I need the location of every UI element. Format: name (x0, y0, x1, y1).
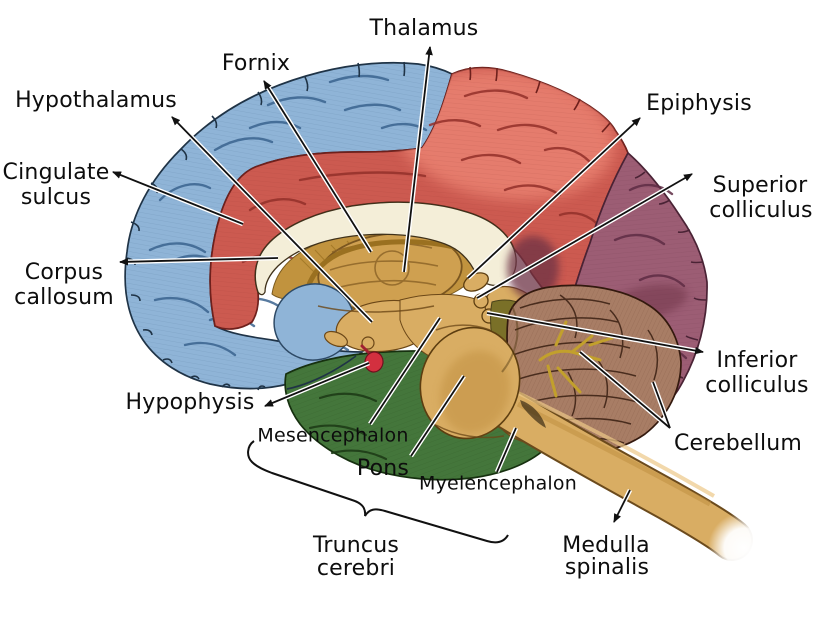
leader-fornix (263, 80, 372, 253)
cerebellum-foliage-texture (512, 294, 659, 444)
label-pons: Pons (356, 456, 410, 481)
leader-corpus-callosum (119, 257, 279, 266)
label-fornix: Fornix (221, 51, 291, 76)
medulla-spinalis-structure (471, 379, 751, 559)
red-edge-notches (469, 66, 611, 133)
leader-medulla-spinalis (613, 489, 631, 523)
medulla-shade (516, 401, 712, 507)
leader-cerebellum-1 (579, 351, 671, 429)
label-truncus-cerebri-line1: Truncus (312, 533, 400, 558)
label-corpus-callosum-line1: Corpus (24, 260, 104, 285)
label-corpus-callosum-line2: callosum (14, 285, 114, 310)
thalamus-texture (329, 242, 439, 289)
leader-inferior-colliculus (486, 312, 704, 355)
medulla-fade (708, 512, 780, 584)
red-sulci-texture (241, 89, 602, 264)
label-mesencephalon: Mesencephalon (257, 424, 409, 447)
leader-hypophysis (264, 362, 370, 407)
mammillary-body (361, 336, 375, 350)
hypothalamic-sulcus (317, 305, 435, 313)
label-medulla-spinalis-line2: spinalis (564, 555, 650, 580)
leader-thalamus (403, 46, 433, 273)
label-superior-colliculus-line1: Superior (712, 173, 808, 198)
label-epiphysis: Epiphysis (646, 91, 752, 116)
leader-hypothalamus (171, 116, 373, 323)
label-cingulate-sulcus-line2: sulcus (20, 185, 92, 210)
leader-cerebellum-2 (652, 381, 671, 429)
leader-myelencephalon (496, 427, 517, 473)
pons-shading (440, 350, 510, 434)
label-inferior-colliculus-line2: colliculus (705, 373, 809, 398)
fornix-band (303, 239, 475, 297)
optic-chiasm (324, 330, 348, 348)
label-hypothalamus: Hypothalamus (15, 88, 177, 113)
leader-pons (410, 375, 465, 457)
label-medulla-spinalis-line1: Medulla (562, 533, 650, 558)
truncus-cerebri-brace (247, 440, 509, 544)
green-sulci-texture (308, 392, 388, 461)
label-inferior-colliculus-line1: Inferior (716, 348, 798, 373)
leader-epiphysis (467, 117, 641, 279)
label-hypophysis: Hypophysis (125, 390, 255, 415)
brainstem-creases (435, 305, 519, 439)
label-myelencephalon: Myelencephalon (419, 472, 577, 495)
leader-superior-colliculus (476, 173, 693, 299)
fourth-ventricle (520, 400, 546, 428)
label-cingulate-sulcus-line1: Cingulate (2, 160, 110, 185)
frontal-bottom-outline (286, 355, 357, 390)
leader-cingulate-sulcus (112, 171, 244, 225)
label-cerebellum: Cerebellum (673, 431, 803, 456)
medulla-highlight (511, 388, 715, 498)
hypophysis-structure (360, 344, 384, 373)
label-truncus-cerebri-line2: cerebri (316, 556, 396, 581)
leader-mesencephalon (369, 317, 441, 425)
label-thalamus: Thalamus (369, 16, 479, 41)
arbor-vitae (538, 320, 614, 398)
label-superior-colliculus-line2: colliculus (709, 198, 813, 223)
leader-lines (112, 46, 704, 544)
